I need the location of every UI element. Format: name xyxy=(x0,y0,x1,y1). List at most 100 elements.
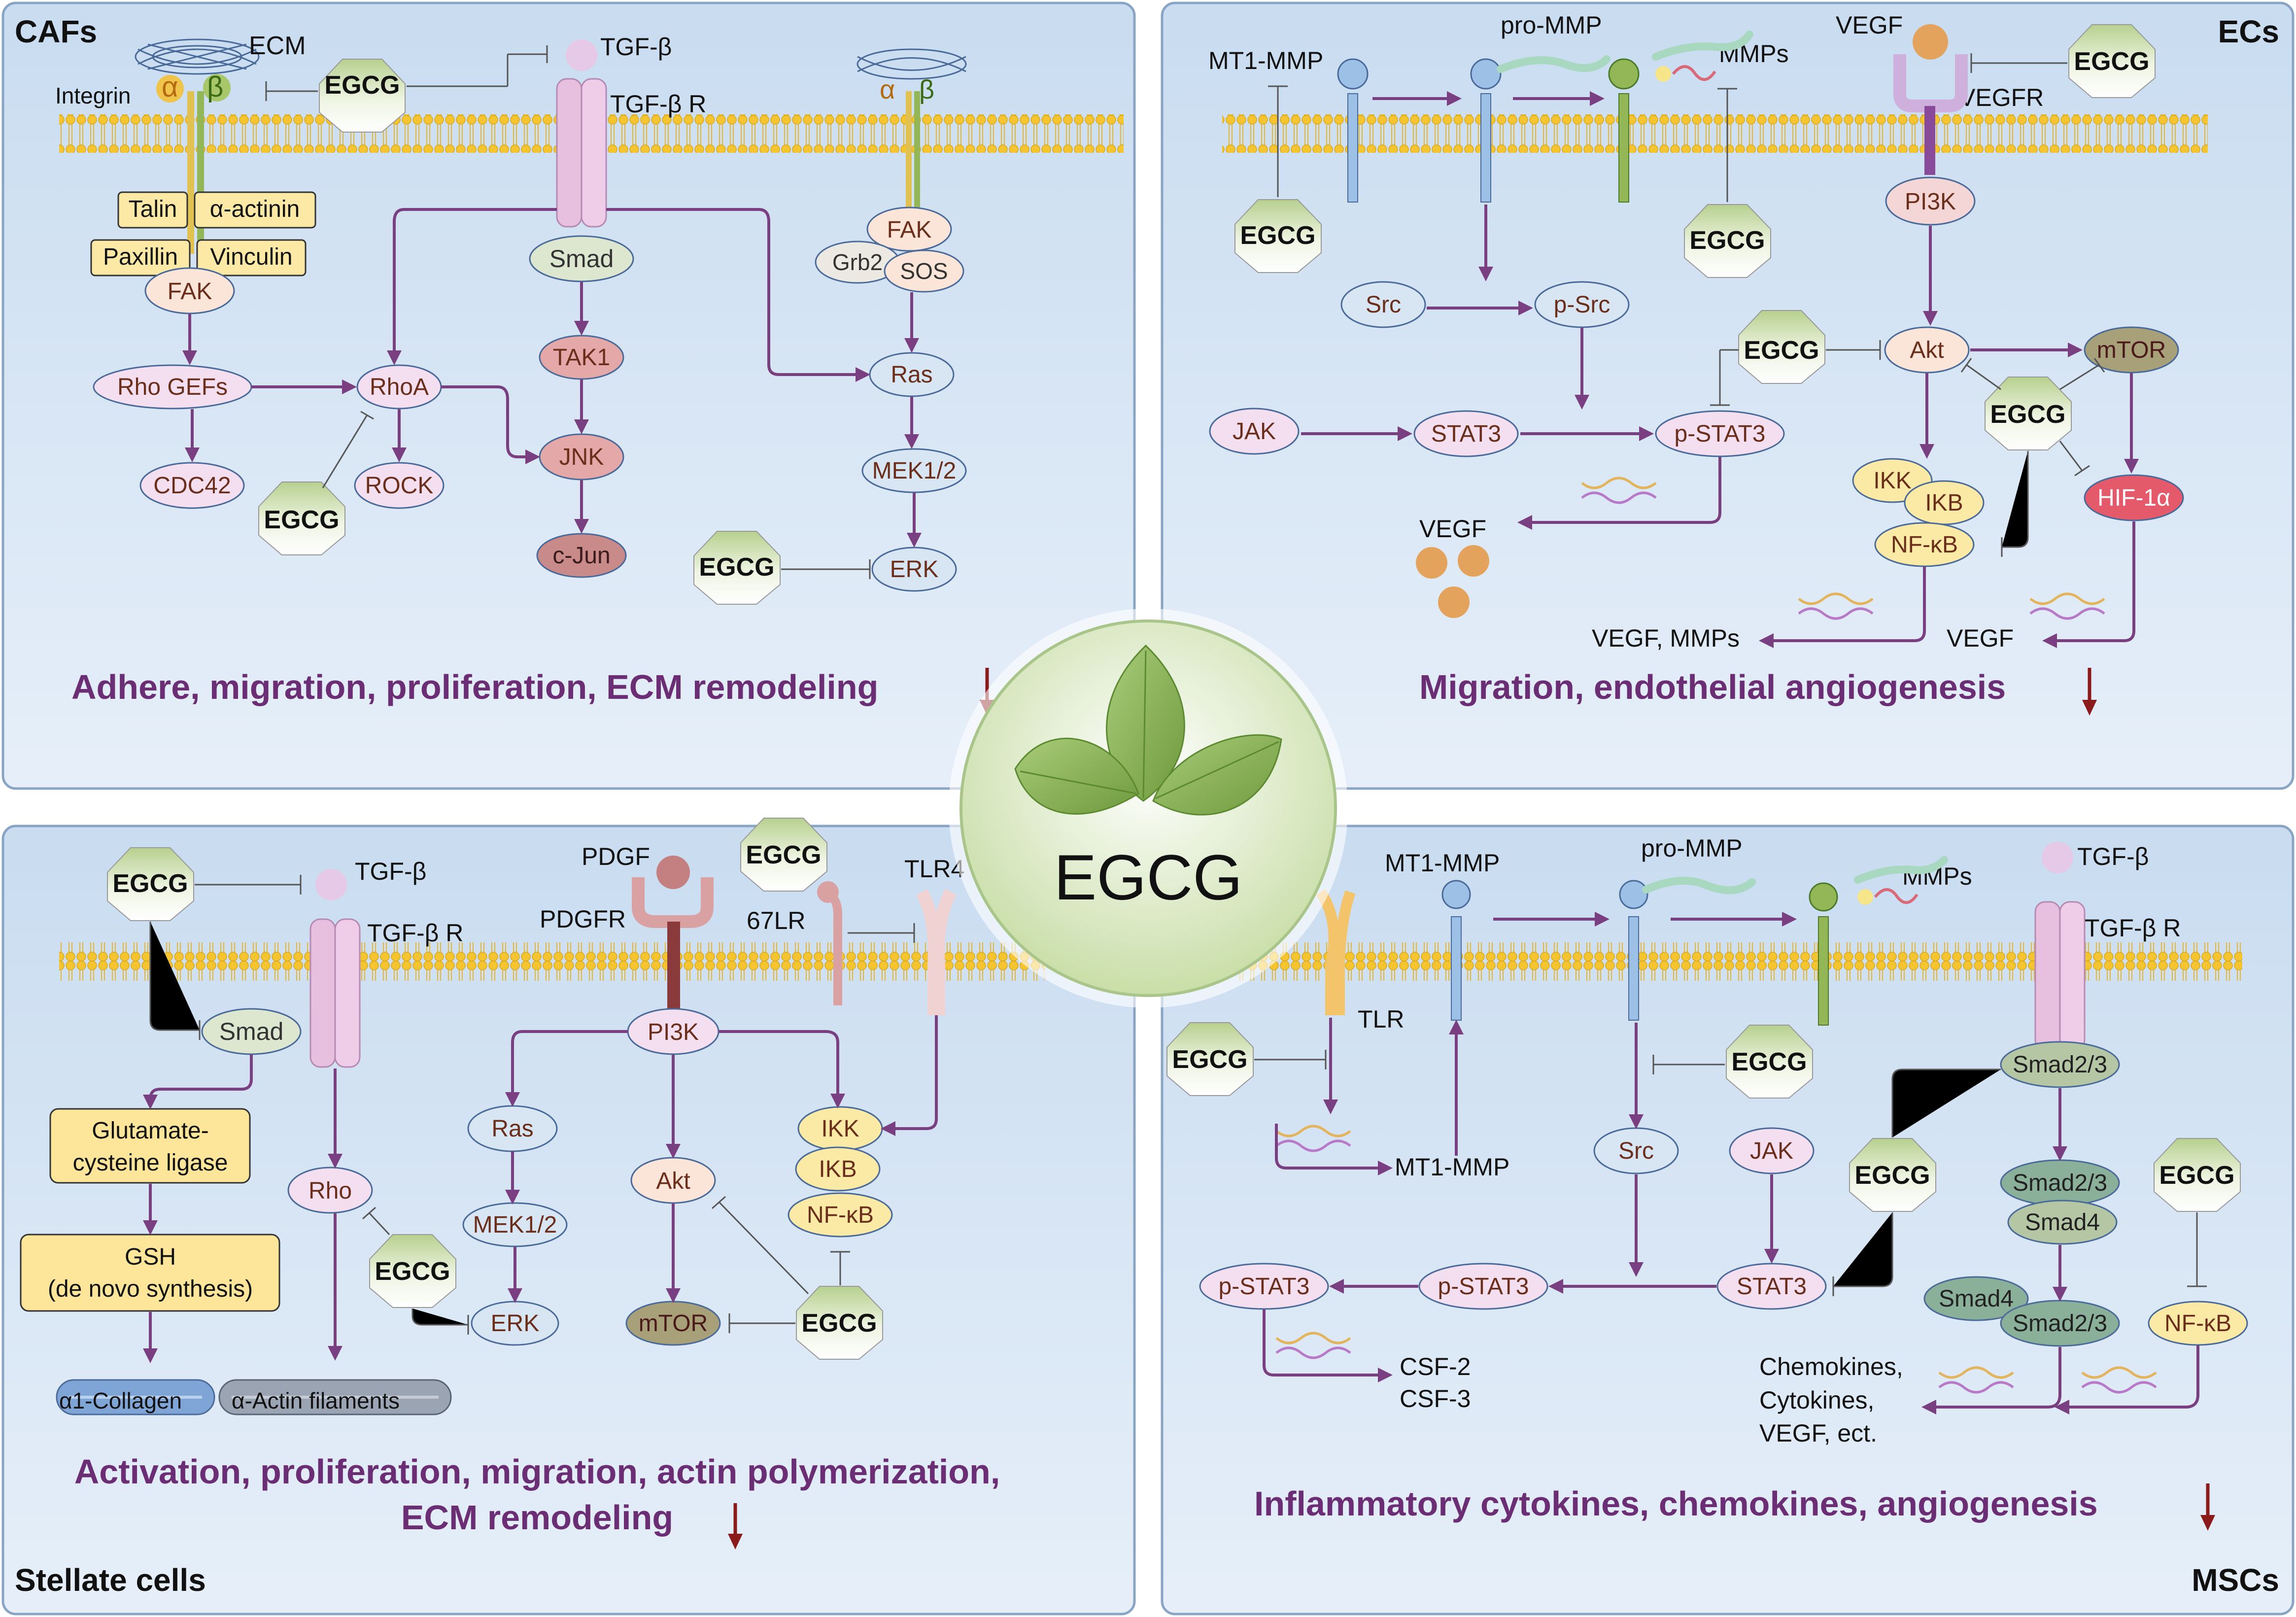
erk-label: ERK xyxy=(890,556,939,583)
erk-node xyxy=(871,547,957,592)
egcg-inhibitor-stellate-4: EGCG xyxy=(796,1286,883,1360)
st-tgfb-receptor-icon xyxy=(309,918,361,1068)
msc-jak-node xyxy=(1729,1127,1815,1174)
ecs-stat3-label: STAT3 xyxy=(1431,421,1501,447)
ecm-label: ECM xyxy=(249,32,306,60)
tgfb-receptor-icon xyxy=(556,78,607,228)
msc-stat3-label: STAT3 xyxy=(1737,1273,1807,1300)
st-67lr-label: 67LR xyxy=(747,907,806,934)
svg-text:EGCG: EGCG xyxy=(2159,1161,2234,1190)
egcg-inhibitor-cafs-3: EGCG xyxy=(693,531,781,605)
cell-membrane-ecs xyxy=(1222,114,2208,153)
msc-src-label: Src xyxy=(1618,1138,1654,1164)
gcl-label-1: Glutamate- xyxy=(92,1118,208,1144)
actinin-label: α-actinin xyxy=(210,196,300,222)
svg-text:EGCG: EGCG xyxy=(264,506,339,534)
msc-prommp-label: pro-MMP xyxy=(1641,834,1743,862)
msc-stat3-node xyxy=(1716,1263,1827,1310)
cdc42-label: CDC42 xyxy=(153,473,231,499)
collagen-fiber-icon xyxy=(56,1379,215,1415)
cjun-node xyxy=(536,533,627,578)
mek-node xyxy=(861,448,967,493)
st-nfkb-label: NF-κB xyxy=(807,1202,874,1228)
st-mek-label: MEK1/2 xyxy=(473,1212,557,1238)
ecs-jak-node xyxy=(1209,408,1300,455)
egcg-inhibitor-mscs-3: EGCG xyxy=(1849,1138,1936,1212)
st-ikk-label: IKK xyxy=(821,1116,859,1142)
msc-tlr-label: TLR xyxy=(1358,1005,1404,1033)
smad-label: Smad xyxy=(549,245,614,273)
st-smad-node xyxy=(201,1008,302,1055)
smad-node xyxy=(529,235,634,282)
dna-icon-msc-1 xyxy=(1275,1125,1351,1152)
egcg-inhibitor-ecs-1: EGCG xyxy=(2068,24,2156,98)
integrin-label: Integrin xyxy=(55,83,131,108)
egcg-inhibitor-mscs-1: EGCG xyxy=(1166,1022,1254,1096)
st-tlr4-label: TLR4 xyxy=(904,855,964,883)
egcg-inhibitor-mscs-4: EGCG xyxy=(2154,1138,2241,1212)
grb2-label: Grb2 xyxy=(832,249,883,275)
ecs-mtor-label: mTOR xyxy=(2097,337,2166,363)
svg-text:EGCG: EGCG xyxy=(112,869,188,898)
tak1-label: TAK1 xyxy=(553,344,610,371)
msc-tgfb-receptor-icon xyxy=(2034,901,2086,1051)
msc-pstat3a-node xyxy=(1199,1263,1329,1310)
center-egcg-label: EGCG xyxy=(1054,841,1243,913)
msc-csf3-label: CSF-3 xyxy=(1400,1385,1471,1412)
ecs-pi3k-node xyxy=(1885,176,1976,226)
ecs-nfkb-label: NF-κB xyxy=(1891,532,1958,558)
ecs-pstat3-node xyxy=(1655,410,1785,457)
ras-label: Ras xyxy=(891,362,932,388)
fak-node xyxy=(144,267,235,314)
ecs-prommp-label: pro-MMP xyxy=(1501,11,1602,39)
cell-membrane-stellate xyxy=(59,942,1045,981)
msc-pstat3b-node xyxy=(1418,1263,1548,1310)
green-tea-leaf-icon xyxy=(1014,644,1282,816)
ecs-psrc-node xyxy=(1534,281,1630,328)
dna-icon-msc-2 xyxy=(1275,1332,1351,1359)
egcg-inhibitor-cafs-1: EGCG xyxy=(319,59,406,133)
st-ras-label: Ras xyxy=(491,1116,533,1142)
egcg-inhibitor-stellate-1: EGCG xyxy=(107,847,194,921)
ecs-akt-node xyxy=(1884,326,1970,374)
msc-mt1mmp-label: MT1-MMP xyxy=(1385,849,1500,877)
svg-text:EGCG: EGCG xyxy=(1990,400,2065,429)
msc-smad4-label: Smad4 xyxy=(2025,1209,2100,1236)
msc-smad23-node xyxy=(2000,1041,2120,1088)
st-tgfb-ligand-icon xyxy=(315,869,347,900)
ecs-ikb-label: IKB xyxy=(1925,490,1963,516)
panel-title-ecs: ECs xyxy=(2218,14,2280,49)
integrin-beta-label: β xyxy=(207,71,223,103)
egcg-inhibitor-stellate-3: EGCG xyxy=(369,1234,456,1308)
rhogefs-label: Rho GEFs xyxy=(117,374,228,400)
dna-icon-2 xyxy=(1798,592,1874,620)
sos-label: SOS xyxy=(900,258,948,284)
panel-title-mscs: MSCs xyxy=(2192,1562,2279,1598)
st-ikb-label: IKB xyxy=(819,1156,857,1182)
outcome-ecs: Migration, endothelial angiogenesis xyxy=(1419,668,2006,706)
paxillin-box xyxy=(90,239,191,276)
st-pdgfr-label: PDGFR xyxy=(540,905,626,933)
msc-smad23-label: Smad2/3 xyxy=(2013,1052,2107,1078)
st-tgfbr-label: TGF-β R xyxy=(367,919,463,947)
rhoa-label: RhoA xyxy=(370,374,429,400)
ecs-nfkb-node xyxy=(1874,522,1975,567)
svg-text:EGCG: EGCG xyxy=(1240,221,1315,250)
svg-text:EGCG: EGCG xyxy=(1689,226,1765,255)
st-smad-label: Smad xyxy=(219,1018,284,1045)
msc-mmp-receptor-icon xyxy=(1809,856,1948,1026)
pdgfr-receptor-icon xyxy=(632,856,714,1010)
gsh-label-1: GSH xyxy=(125,1244,176,1270)
integrin-receptor-icon-2 xyxy=(906,91,920,209)
ecs-src-node xyxy=(1340,281,1426,328)
ecs-ikk-label: IKK xyxy=(1873,468,1911,494)
msc-smad23c-label: Smad2/3 xyxy=(2013,1310,2107,1337)
actinin-box xyxy=(194,191,316,229)
ecs-hif-node xyxy=(2084,474,2184,521)
svg-text:EGCG: EGCG xyxy=(1731,1048,1807,1076)
outcome-stellate-2: ECM remodeling xyxy=(401,1498,673,1537)
dna-icon xyxy=(1581,477,1657,504)
67lr-receptor-icon xyxy=(817,881,842,1005)
vegf-particles-icon xyxy=(1416,545,1489,618)
gcl-label-2: cysteine ligase xyxy=(73,1150,228,1176)
